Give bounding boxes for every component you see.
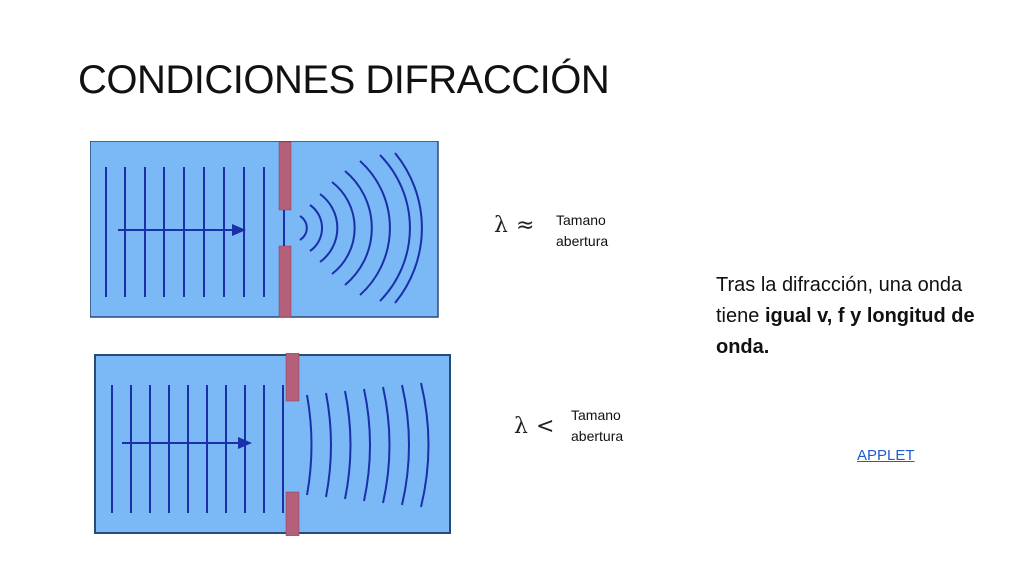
incident-wavefronts-2	[111, 385, 284, 513]
opening-size-label-bottom: Tamano abertura	[571, 407, 624, 444]
diffraction-diagram-wide-opening	[89, 140, 440, 319]
explanation-plain: Tras la difracción, una onda tiene	[716, 274, 963, 327]
opening-size-label-top: Tamano abertura	[556, 212, 609, 249]
less-than-symbol: <	[535, 414, 555, 439]
diffraction-diagram-narrow-opening	[94, 352, 454, 537]
diffracted-wavefronts	[299, 152, 423, 304]
arrow-right-icon	[118, 224, 246, 236]
arrow-right-icon	[122, 437, 252, 449]
applet-link[interactable]: APPLET	[857, 447, 915, 464]
lambda-less-than-relation: λ <	[514, 414, 554, 439]
lambda-approx-relation: λ ≈	[494, 213, 534, 238]
explanation-bold: igual v, f y longitud de onda.	[716, 305, 975, 358]
lambda-symbol: λ	[494, 213, 508, 238]
barrier-with-wide-opening	[285, 352, 300, 537]
diffraction-diagram-svg	[89, 140, 439, 318]
approx-symbol: ≈	[515, 213, 535, 238]
diffraction-diagram-svg-2	[94, 352, 451, 537]
lambda-symbol-2: λ	[514, 414, 528, 439]
slide-title: CONDICIONES DIFRACCIÓN	[78, 58, 610, 102]
diffraction-explanation-text: Tras la difracción, una onda tiene igual…	[716, 270, 976, 363]
diffracted-wavefronts-2	[306, 382, 430, 508]
barrier-with-opening	[278, 141, 292, 318]
